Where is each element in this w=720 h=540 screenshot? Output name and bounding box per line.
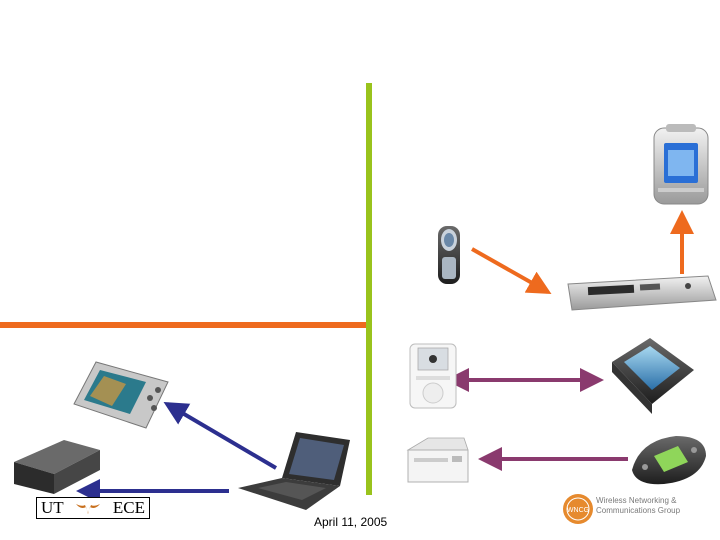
footer-date: April 11, 2005 [314, 515, 387, 529]
pda-icon [612, 338, 694, 414]
wncg-badge-icon: WNCG [562, 493, 594, 525]
longhorn-icon [75, 501, 101, 515]
handheld-game-icon [632, 436, 706, 484]
ipod-icon [410, 344, 456, 408]
laser-printer-icon [408, 438, 468, 482]
ece-logo-text: ECE [113, 498, 145, 518]
external-drive-icon [14, 440, 100, 494]
horizontal-divider [0, 322, 366, 328]
mp3-player-icon [654, 124, 708, 204]
wncg-logo: WNCG Wireless Networking & Communication… [562, 493, 712, 525]
arrow-phone-to-dvd [472, 249, 548, 292]
wncg-line-2: Communications Group [596, 506, 680, 516]
dvd-recorder-icon [568, 276, 716, 310]
portable-media-player-icon [74, 362, 168, 428]
ut-logo-text: UT [41, 498, 64, 518]
ut-ece-logo: UT ECE [36, 497, 150, 519]
wncg-name: Wireless Networking & Communications Gro… [596, 496, 680, 516]
arrow-laptop-to-media-player [167, 404, 276, 468]
wncg-badge-text: WNCG [567, 507, 589, 514]
wncg-line-1: Wireless Networking & [596, 496, 680, 506]
laptop-icon [238, 432, 350, 510]
vertical-divider [366, 83, 372, 495]
mobile-phone-icon [438, 226, 460, 284]
